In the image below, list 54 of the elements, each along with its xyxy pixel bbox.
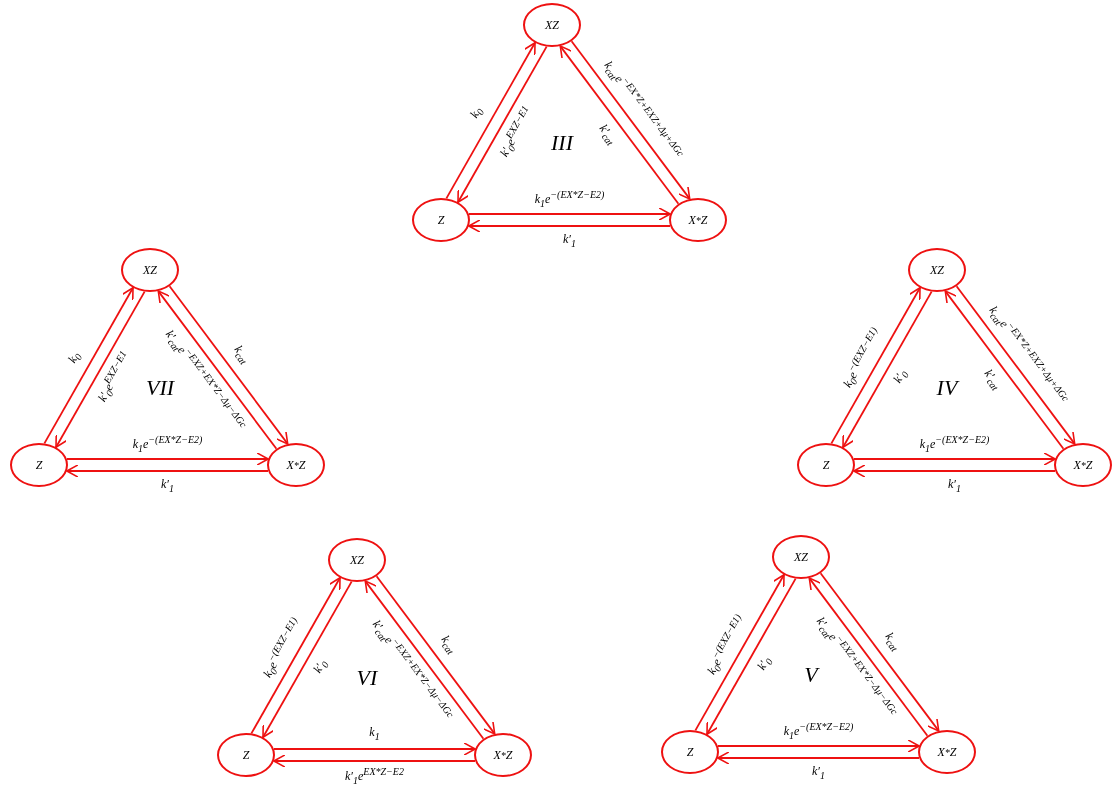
roman-numeral-label: V	[804, 662, 818, 688]
roman-numeral-label: III	[551, 130, 573, 156]
arrow	[706, 577, 797, 736]
arrow	[570, 40, 691, 200]
arrow	[457, 45, 548, 204]
state-ellipse: Z	[217, 733, 275, 777]
arrow	[559, 45, 680, 205]
arrow	[468, 219, 671, 233]
arrow	[66, 464, 269, 478]
state-ellipse: XZ	[772, 535, 830, 579]
roman-numeral-label: IV	[936, 375, 958, 401]
arrow	[273, 754, 476, 768]
edge-label: k′$_{1}$e$^{EX*Z−E2}$	[345, 766, 404, 786]
state-ellipse: XZ	[908, 248, 966, 292]
arrow	[43, 286, 134, 445]
arrow	[955, 285, 1076, 445]
arrow	[364, 580, 485, 740]
arrow	[250, 576, 341, 735]
arrow	[853, 452, 1056, 466]
arrow	[717, 751, 920, 765]
arrow	[842, 290, 933, 449]
arrow	[944, 290, 1065, 450]
arrow	[830, 286, 921, 445]
arrow	[853, 464, 1056, 478]
arrow	[819, 572, 940, 732]
edge-label: k′$_{1}$	[948, 478, 961, 494]
arrow	[55, 290, 146, 449]
edge-label: k′$_{1}$	[812, 765, 825, 781]
roman-numeral-label: VII	[145, 375, 175, 401]
state-ellipse: XZ	[523, 3, 581, 47]
roman-numeral-label: VI	[356, 665, 378, 691]
arrow	[717, 739, 920, 753]
edge-label: k$_{1}$e$^{−(EX*Z−E2)}$	[534, 189, 605, 209]
arrow	[273, 742, 476, 756]
arrow	[445, 41, 536, 200]
edge-label: k$_{1}$e$^{−(EX*Z−E2)}$	[783, 721, 854, 741]
arrow	[808, 577, 929, 737]
edge-label: k$_{1}$	[369, 726, 380, 742]
edge-label: k$_{1}$e$^{−(EX*Z−E2)}$	[919, 434, 990, 454]
arrow	[694, 573, 785, 732]
arrow	[168, 285, 289, 445]
arrow	[66, 452, 269, 466]
state-ellipse: Z	[10, 443, 68, 487]
edge-label: k$_{1}$e$^{−(EX*Z−E2)}$	[132, 434, 203, 454]
state-ellipse: XZ	[121, 248, 179, 292]
arrow	[375, 575, 496, 735]
arrow	[468, 207, 671, 221]
state-ellipse: Z	[797, 443, 855, 487]
state-ellipse: Z	[661, 730, 719, 774]
edge-label: k′$_{1}$	[161, 478, 174, 494]
arrow	[157, 290, 278, 450]
state-ellipse: XZ	[328, 538, 386, 582]
edge-label: k′$_{1}$	[563, 233, 576, 249]
state-ellipse: Z	[412, 198, 470, 242]
